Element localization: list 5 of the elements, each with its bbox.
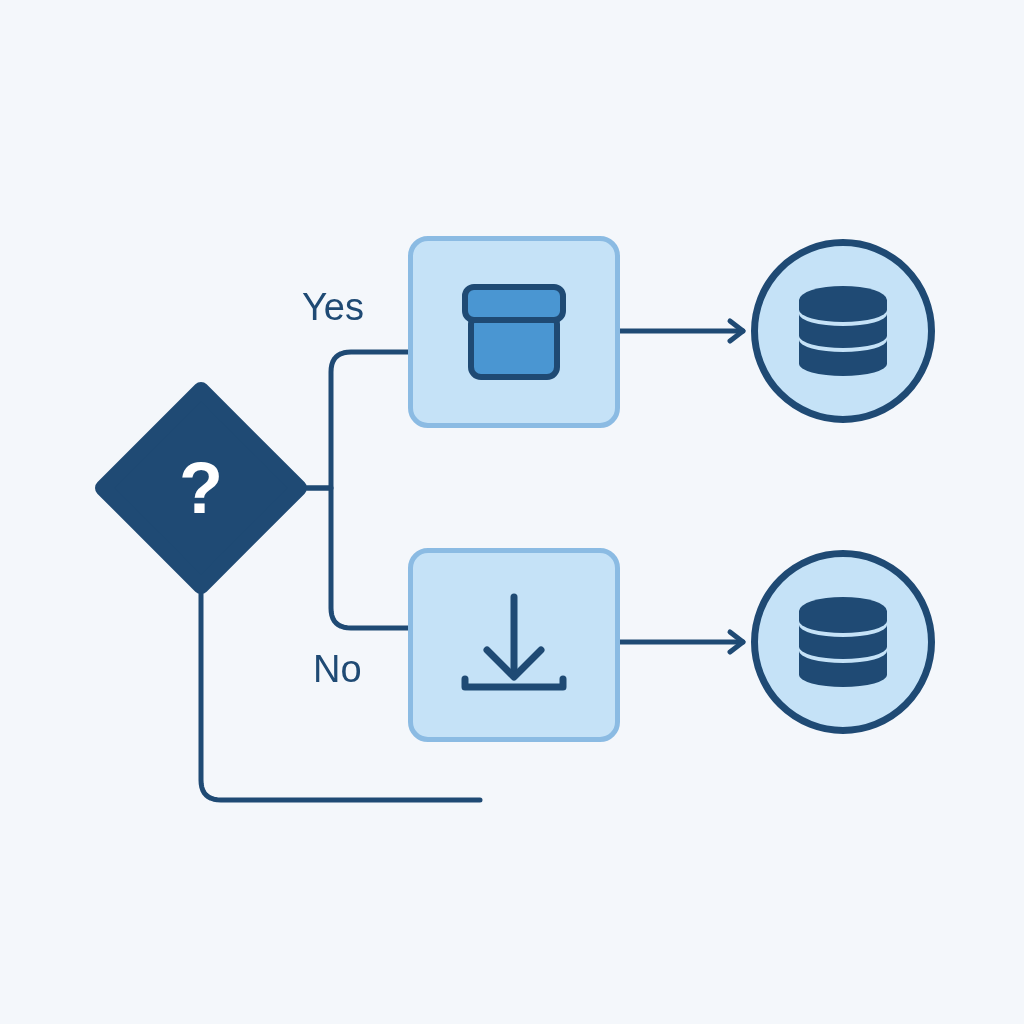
decision-diamond [95, 382, 307, 594]
connector-line [198, 591, 483, 803]
process-box [408, 548, 620, 742]
question-mark: ? [178, 452, 224, 524]
process-box [408, 236, 620, 428]
